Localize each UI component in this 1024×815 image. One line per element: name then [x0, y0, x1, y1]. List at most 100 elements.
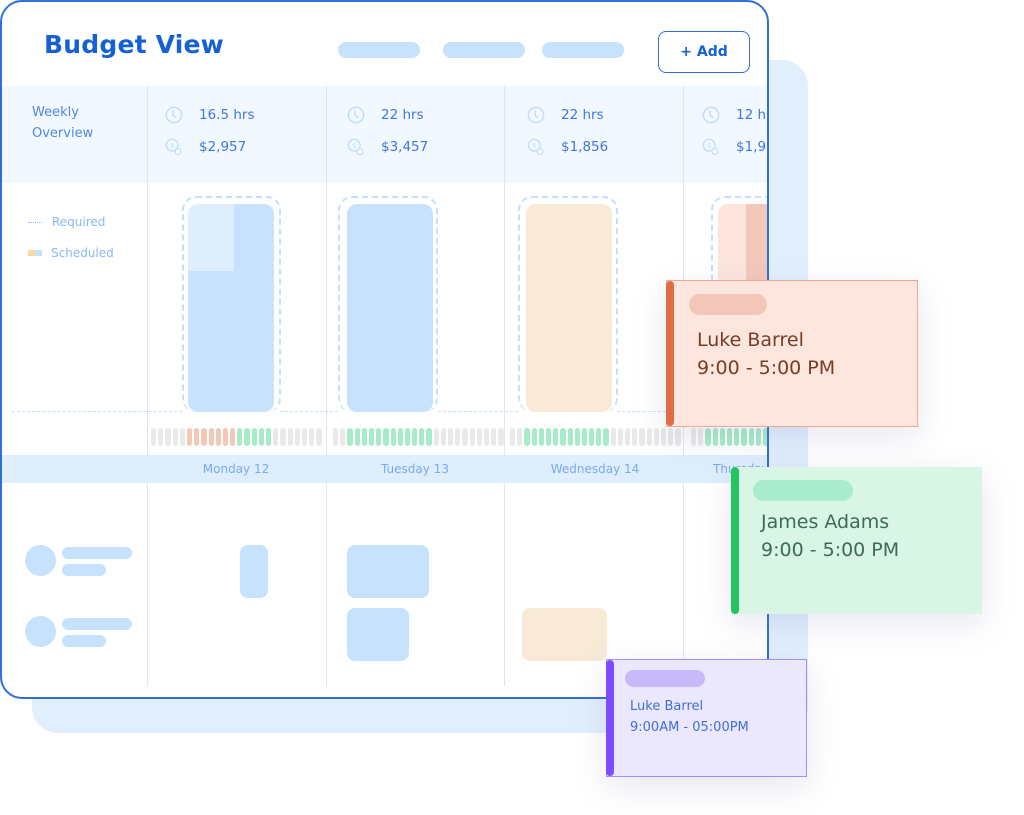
- stripe-covered: [354, 428, 360, 446]
- stripe-over: [194, 428, 200, 446]
- day-label-monday[interactable]: Monday 12: [202, 462, 270, 476]
- tab-placeholder-2[interactable]: [443, 42, 525, 58]
- role-tag-placeholder: [689, 294, 767, 315]
- stripe-covered: [237, 428, 243, 446]
- stripe-covered: [258, 428, 264, 446]
- column-divider: [147, 86, 148, 686]
- stripe-unscheduled: [333, 428, 339, 446]
- stripe-covered: [567, 428, 573, 446]
- shift-card-luke-barrel-2[interactable]: Luke Barrel 9:00AM - 05:00PM: [606, 659, 807, 777]
- weekly-overview-label: Weekly Overview: [32, 102, 93, 144]
- weekly-label-line1: Weekly: [32, 105, 79, 120]
- stripe-unscheduled: [668, 428, 674, 446]
- scheduled-bar-wednesday[interactable]: [526, 204, 612, 412]
- stripe-covered: [404, 428, 411, 446]
- legend-scheduled-label: Scheduled: [51, 246, 114, 260]
- day-header-row: [2, 455, 767, 483]
- role-tag-placeholder: [753, 480, 853, 501]
- stripe-unscheduled: [517, 428, 523, 446]
- stripe-covered: [553, 428, 559, 446]
- shift-block[interactable]: [347, 545, 429, 598]
- stripe-covered: [538, 428, 544, 446]
- stripe-unscheduled: [610, 428, 616, 446]
- stripe-covered: [748, 428, 754, 446]
- tab-placeholder-3[interactable]: [542, 42, 624, 58]
- stripe-unscheduled: [476, 428, 482, 446]
- stripe-unscheduled: [632, 428, 638, 446]
- shift-card-accent: [606, 660, 614, 776]
- employee-role-placeholder: [62, 564, 106, 576]
- required-outline-wednesday: [518, 196, 618, 412]
- role-tag-placeholder: [625, 670, 705, 687]
- stripe-covered: [560, 428, 566, 446]
- stripe-unscheduled: [440, 428, 446, 446]
- stripe-covered: [397, 428, 403, 446]
- svg-text:$: $: [352, 143, 356, 150]
- required-line: [438, 411, 518, 412]
- tab-placeholder-1[interactable]: [338, 42, 420, 58]
- required-outline-tuesday: [338, 196, 438, 412]
- stripe-unscheduled: [510, 428, 516, 446]
- coverage-stripes-tuesday: [333, 428, 504, 446]
- shift-block[interactable]: [240, 545, 268, 598]
- coverage-stripes-wednesday: [510, 428, 681, 446]
- scheduled-bar-tuesday[interactable]: [347, 204, 433, 412]
- shift-card-luke-barrel[interactable]: Luke Barrel 9:00 - 5:00 PM: [666, 280, 918, 427]
- stripe-unscheduled: [448, 428, 454, 446]
- cost-stat: $$1,9: [702, 138, 767, 156]
- weekly-overview-row: [2, 86, 767, 183]
- hours-stat: 22 hrs: [347, 106, 424, 124]
- required-line: [12, 411, 182, 412]
- stripe-covered: [524, 428, 530, 446]
- stripe-covered: [376, 428, 382, 446]
- shift-employee-name: Luke Barrel: [630, 699, 704, 714]
- avatar[interactable]: [25, 545, 56, 576]
- cost-value: $3,457: [381, 139, 429, 155]
- hours-value: 22 hrs: [381, 107, 424, 123]
- stripe-unscheduled: [158, 428, 164, 446]
- stripe-unscheduled: [660, 428, 667, 446]
- day-label-wednesday[interactable]: Wednesday 14: [550, 462, 640, 476]
- stripe-unscheduled: [646, 428, 652, 446]
- stripe-covered: [726, 428, 733, 446]
- shift-time: 9:00 - 5:00 PM: [761, 539, 900, 561]
- stripe-covered: [426, 428, 432, 446]
- stripe-over: [201, 428, 207, 446]
- stripe-unscheduled: [301, 428, 308, 446]
- employee-name-placeholder: [62, 547, 132, 559]
- stripe-unscheduled: [675, 428, 681, 446]
- stripe-unscheduled: [498, 428, 504, 446]
- add-button[interactable]: + Add: [658, 31, 750, 73]
- stripe-covered: [574, 428, 580, 446]
- stripe-covered: [244, 428, 250, 446]
- stripe-covered: [596, 428, 602, 446]
- stripe-covered: [762, 428, 767, 446]
- legend-scheduled: Scheduled: [28, 246, 114, 260]
- stripe-covered: [734, 428, 740, 446]
- clock-icon: [702, 106, 720, 124]
- svg-text:$: $: [707, 143, 711, 150]
- avatar[interactable]: [25, 616, 56, 647]
- stripe-unscheduled: [340, 428, 346, 446]
- stripe-unscheduled: [639, 428, 645, 446]
- stripe-over: [222, 428, 229, 446]
- stripe-unscheduled: [287, 428, 293, 446]
- shift-card-james-adams[interactable]: James Adams 9:00 - 5:00 PM: [731, 467, 982, 614]
- stripe-unscheduled: [491, 428, 497, 446]
- stripe-covered: [368, 428, 375, 446]
- scheduled-swatch-icon: [28, 250, 42, 256]
- shift-block[interactable]: [522, 608, 607, 661]
- stripe-covered: [347, 428, 353, 446]
- scheduled-bar-monday[interactable]: [188, 204, 274, 412]
- column-divider: [326, 86, 327, 686]
- weekly-label-line2: Overview: [32, 126, 94, 141]
- hours-stat: 16.5 hrs: [165, 106, 255, 124]
- day-label-tuesday[interactable]: Tuesday 13: [381, 462, 449, 476]
- shift-block[interactable]: [347, 608, 409, 661]
- hours-stat: 12 hrs: [702, 106, 767, 124]
- clock-icon: [165, 106, 183, 124]
- coins-icon: $: [347, 138, 365, 156]
- stripe-covered: [705, 428, 711, 446]
- stripe-unscheduled: [483, 428, 490, 446]
- employee-name-placeholder: [62, 618, 132, 630]
